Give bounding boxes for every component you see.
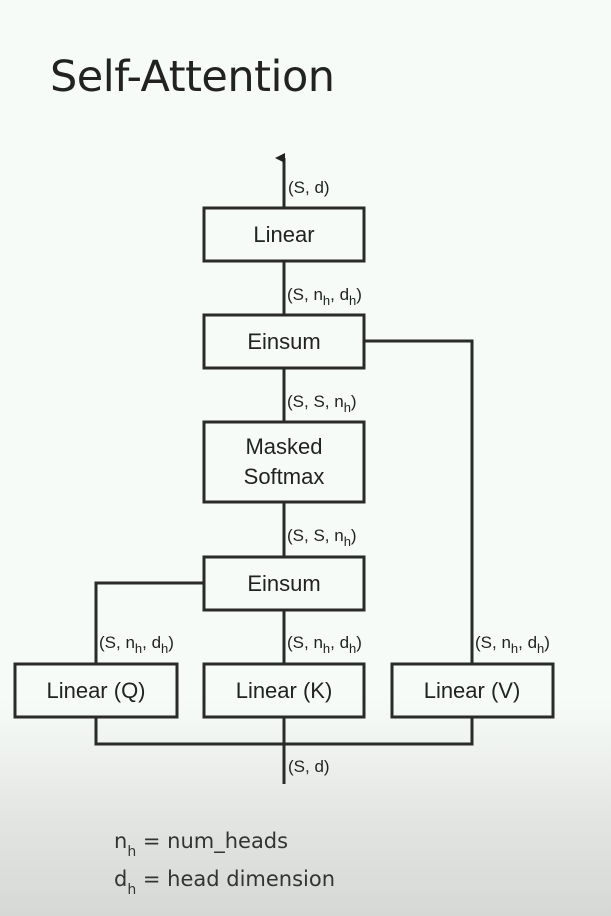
shape-label-input: (S, d) — [288, 757, 330, 776]
legend-definition: = num_heads — [136, 829, 289, 853]
node-label-line2: Softmax — [244, 464, 325, 489]
shape-label-k: (S, nh, dh) — [287, 633, 362, 656]
legend-item-nh: nh = num_heads — [114, 828, 335, 866]
legend-subscript: h — [127, 844, 137, 860]
slide-title: Self-Attention — [50, 52, 335, 102]
node-label-line1: Masked — [245, 434, 322, 459]
edge-q-einsum — [94, 581, 204, 663]
shape-label-softmax-einsum: (S, S, nh) — [287, 526, 357, 549]
node-einsum-bottom: Einsum — [202, 555, 366, 612]
legend-symbol: d — [114, 867, 128, 891]
legend-subscript: h — [127, 882, 137, 898]
node-einsum-top: Einsum — [202, 313, 366, 370]
legend-definition: = head dimension — [136, 867, 336, 891]
legend: nh = num_heads dh = head dimension — [114, 828, 335, 904]
node-label: Linear — [253, 222, 314, 247]
shape-label-output: (S, d) — [288, 178, 330, 197]
shape-label-q: (S, nh, dh) — [99, 633, 174, 656]
edge-v-einsum — [364, 339, 474, 663]
node-label: Linear (K) — [236, 678, 333, 703]
legend-symbol: n — [114, 829, 128, 853]
node-label: Linear (V) — [424, 678, 521, 703]
node-linear-output: Linear — [202, 206, 366, 263]
shape-label-linear-einsum: (S, nh, dh) — [287, 285, 362, 308]
shape-label-einsum-softmax: (S, S, nh) — [287, 392, 357, 415]
node-label: Einsum — [247, 329, 320, 354]
node-linear-v: Linear (V) — [390, 662, 555, 719]
node-masked-softmax: Masked Softmax — [202, 420, 366, 504]
node-linear-q: Linear (Q) — [13, 662, 179, 719]
node-label: Einsum — [247, 571, 320, 596]
node-linear-k: Linear (K) — [202, 662, 366, 719]
legend-item-dh: dh = head dimension — [114, 866, 335, 904]
node-label: Linear (Q) — [46, 678, 145, 703]
shape-label-v: (S, nh, dh) — [475, 633, 550, 656]
